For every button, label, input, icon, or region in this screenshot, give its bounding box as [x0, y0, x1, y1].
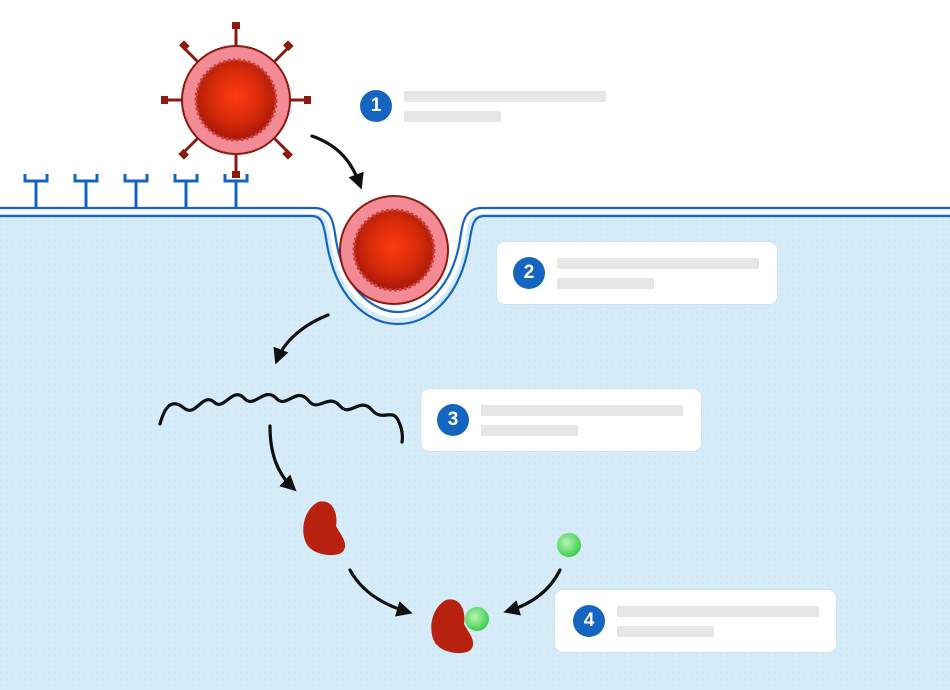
arrow-icon	[348, 568, 413, 617]
placeholder-line	[557, 277, 654, 289]
placeholder-line	[404, 90, 606, 102]
cell-cytoplasm	[0, 214, 950, 690]
placeholder-line	[481, 404, 683, 416]
cell-membrane	[0, 206, 950, 326]
placeholder-line	[404, 110, 501, 122]
ligand-icon	[465, 607, 489, 631]
step-1-callout: 1	[360, 90, 606, 122]
step-4-badge: 4	[573, 605, 605, 637]
arrow-icon	[310, 134, 364, 190]
protein-icon	[431, 599, 474, 654]
placeholder-line	[617, 605, 819, 617]
step-3-callout: 3	[421, 389, 701, 451]
step-1-badge: 1	[360, 90, 392, 122]
step-4-callout: 4	[555, 590, 836, 652]
arrow-group	[268, 134, 562, 617]
placeholder-line	[617, 625, 714, 637]
rna-strand-icon	[158, 393, 404, 444]
step-2-badge: 2	[513, 257, 545, 289]
receptor-icon	[173, 174, 199, 207]
receptor-icon	[23, 174, 49, 207]
receptor-icon	[73, 174, 99, 207]
arrow-icon	[503, 568, 562, 616]
arrow-icon	[268, 424, 297, 492]
placeholder-line	[481, 424, 578, 436]
placeholder-line	[557, 257, 759, 269]
step-3-badge: 3	[437, 404, 469, 436]
step-2-callout: 2	[497, 242, 777, 304]
ligand-icon	[557, 533, 581, 557]
protein-icon	[303, 501, 346, 556]
receptor-group	[23, 174, 249, 207]
receptor-icon	[223, 174, 249, 207]
receptor-icon	[123, 174, 149, 207]
virus-icon	[161, 22, 311, 178]
virus-icon	[339, 195, 449, 305]
arrow-icon	[273, 313, 330, 365]
